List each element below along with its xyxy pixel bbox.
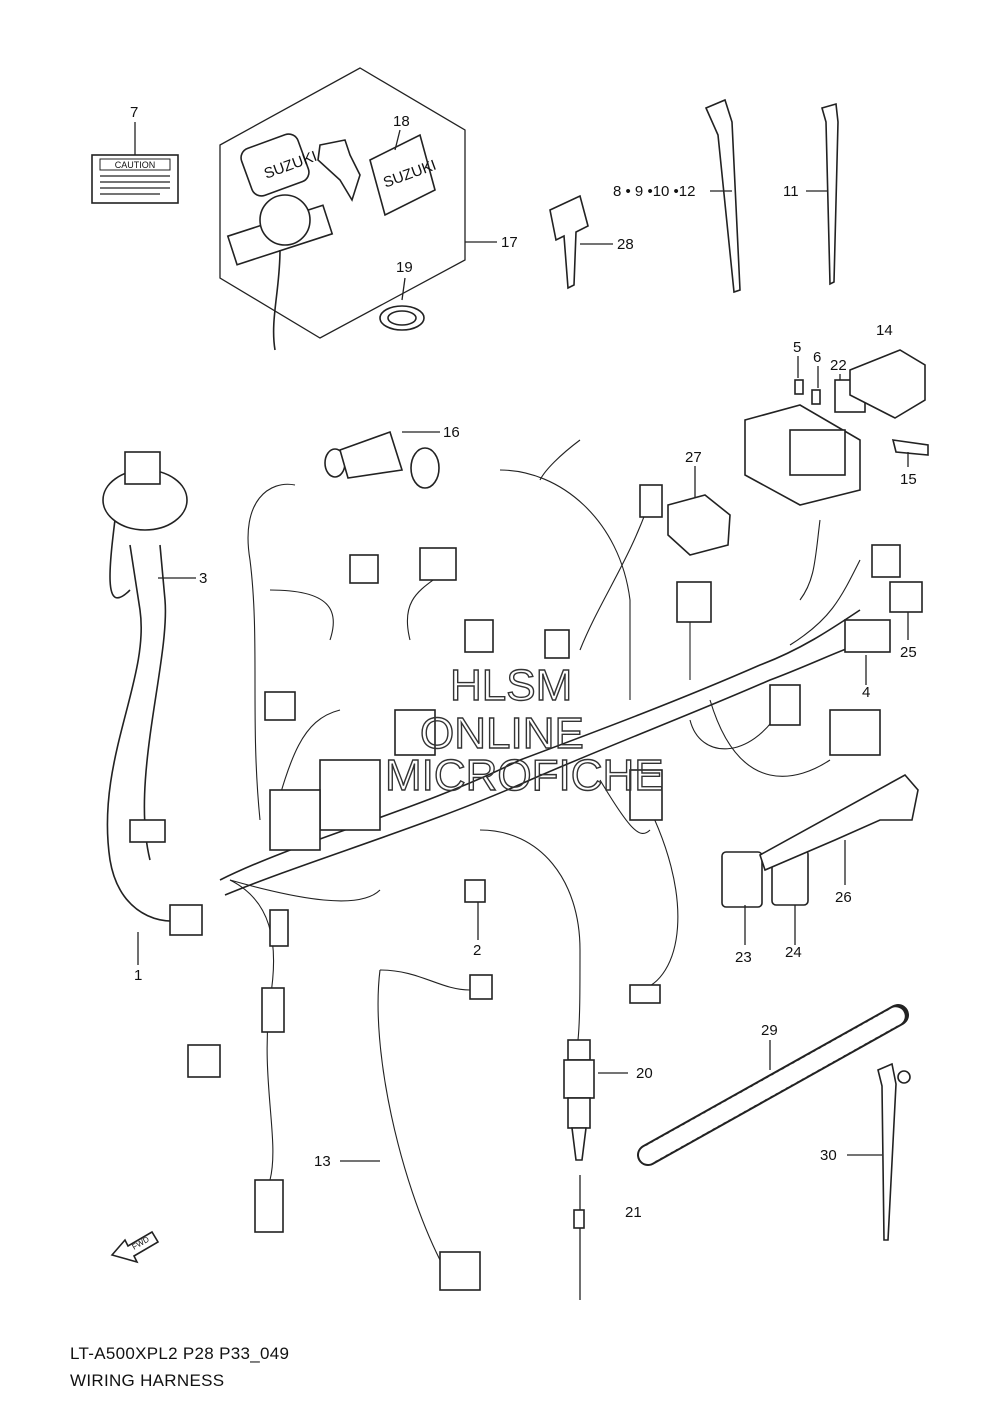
- bracket-26: [759, 773, 919, 872]
- callout-17: 17: [501, 234, 518, 251]
- callout-3: 3: [199, 570, 207, 587]
- callout-16: 16: [443, 424, 460, 441]
- callout-30: 30: [820, 1147, 837, 1164]
- leader-lines: [134, 122, 909, 1162]
- callout-26: 26: [835, 889, 852, 906]
- callout-8-12: 8 • 9 •10 •12: [613, 183, 695, 200]
- watermark-line-1: HLSM: [450, 661, 572, 710]
- callout-25: 25: [900, 644, 917, 661]
- callout-numbers: 7 18 17 19 28 8 • 9 •10 •12 11 14 5 6 22…: [130, 104, 917, 1221]
- relay-27: [667, 494, 731, 556]
- caution-label: CAUTION: [91, 154, 179, 204]
- cable-tie-small: [821, 102, 839, 286]
- oxygen-sensor: [563, 1039, 595, 1300]
- accessory-socket: [324, 430, 440, 489]
- watermark: HLSM ONLINE MICROFICHE: [384, 660, 664, 800]
- callout-15: 15: [900, 471, 917, 488]
- callout-6: 6: [813, 349, 821, 366]
- key: [549, 194, 589, 290]
- watermark-line-3: MICROFICHE: [385, 751, 664, 800]
- callout-29: 29: [761, 1022, 778, 1039]
- fuse-relay-box: [744, 349, 929, 506]
- cable-tie-large: [704, 98, 741, 294]
- callout-11: 11: [783, 183, 799, 200]
- model-code: LT-A500XPL2 P28 P33_049: [70, 1344, 290, 1363]
- callout-24: 24: [785, 944, 802, 961]
- watermark-line-2: ONLINE: [420, 709, 584, 758]
- callout-5: 5: [793, 339, 801, 356]
- callout-2: 2: [473, 942, 481, 959]
- callout-27: 27: [685, 449, 702, 466]
- caution-text: CAUTION: [115, 160, 156, 170]
- callout-4: 4: [862, 684, 870, 701]
- fuse-holder-23: [721, 851, 763, 908]
- callout-20: 20: [636, 1065, 653, 1082]
- ignition-switch-assembly: SUZUKI SUZUKI: [219, 67, 466, 351]
- callout-23: 23: [735, 949, 752, 966]
- callout-1: 1: [134, 967, 142, 984]
- callout-28: 28: [617, 236, 634, 253]
- diagram-title: WIRING HARNESS: [70, 1371, 225, 1390]
- cable-tie-30: [877, 1062, 911, 1241]
- callout-13: 13: [314, 1153, 331, 1170]
- main-harness: [102, 439, 923, 1291]
- callout-18: 18: [393, 113, 410, 130]
- callout-22: 22: [830, 357, 847, 374]
- callout-7: 7: [130, 104, 138, 121]
- callout-14: 14: [876, 322, 893, 339]
- callout-19: 19: [396, 259, 413, 276]
- forward-arrow-icon: FWD: [110, 1230, 160, 1264]
- corrugated-tube: [637, 1004, 909, 1166]
- callout-21: 21: [625, 1204, 642, 1221]
